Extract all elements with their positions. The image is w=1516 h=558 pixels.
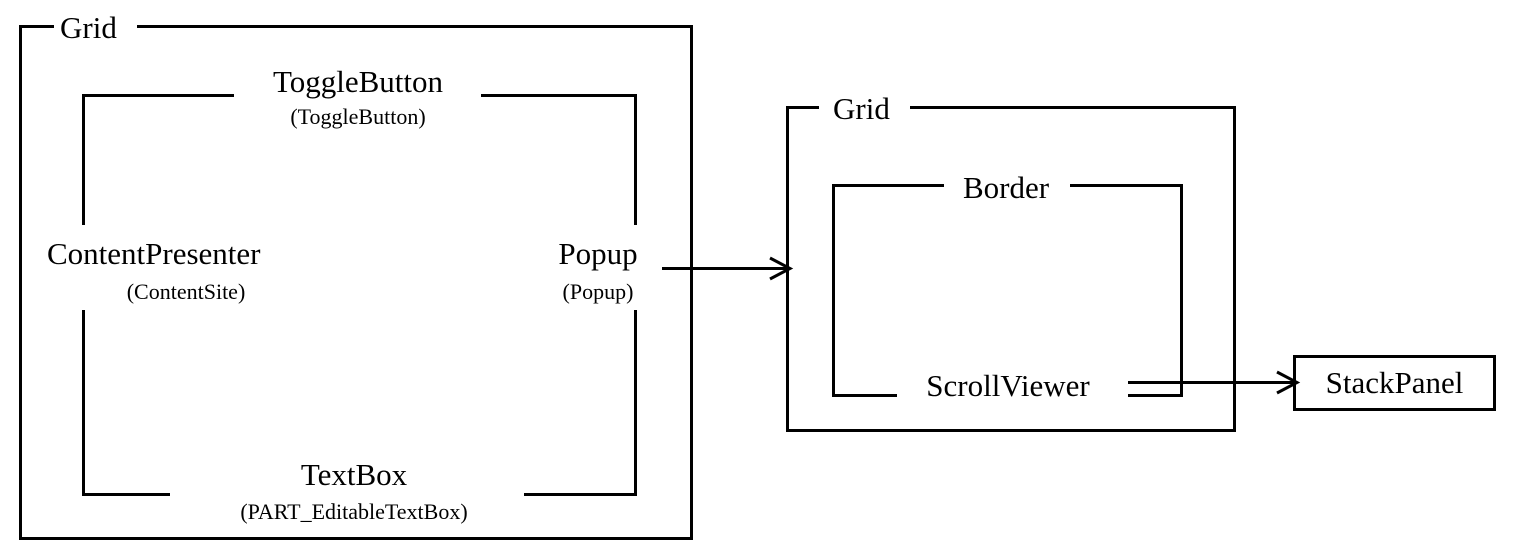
popup-label: Popup <box>558 236 638 271</box>
stack-panel-label: StackPanel <box>1325 365 1464 400</box>
popup-grid-left-border <box>786 106 789 432</box>
border-frame-top-border-left <box>832 184 944 187</box>
outer-grid-bottom-border <box>19 537 693 540</box>
toggle-button-sublabel: (ToggleButton) <box>290 104 426 129</box>
border-frame-left-border <box>832 184 835 397</box>
outer-grid-top-border-left <box>19 25 54 28</box>
popup-grid-bottom-border <box>786 429 1236 432</box>
border-frame-top-border-right <box>1070 184 1183 187</box>
inner-frame-bottom-border-left <box>82 493 170 496</box>
outer-grid-label: Grid <box>60 10 117 45</box>
popup-grid-label: Grid <box>833 91 890 126</box>
content-presenter-sublabel: (ContentSite) <box>126 279 246 304</box>
border-frame-bottom-border-left <box>832 394 897 397</box>
toggle-button-label: ToggleButton <box>272 64 444 99</box>
stack-panel-node: StackPanel <box>1293 355 1496 411</box>
inner-frame-left-border-top <box>82 94 85 225</box>
popup-sublabel: (Popup) <box>562 279 634 304</box>
arrow-scrollviewer-to-stackpanel <box>1128 370 1301 395</box>
popup-grid-right-border <box>1233 106 1236 432</box>
inner-frame-bottom-border-right <box>524 493 637 496</box>
outer-grid-top-border-right <box>137 25 693 28</box>
outer-grid-right-border <box>690 25 693 540</box>
inner-frame-left-border-bottom <box>82 310 85 496</box>
border-label: Border <box>962 170 1050 205</box>
inner-frame-top-border-right <box>481 94 637 97</box>
inner-frame-right-border-bottom <box>634 310 637 496</box>
textbox-sublabel: (PART_EditableTextBox) <box>240 499 468 524</box>
popup-grid-top-border-right <box>910 106 1236 109</box>
arrow-popup-to-grid <box>662 256 794 281</box>
outer-grid-left-border <box>19 25 22 540</box>
border-frame-right-border <box>1180 184 1183 397</box>
popup-grid-top-border-left <box>786 106 819 109</box>
inner-frame-top-border-left <box>82 94 234 97</box>
content-presenter-label: ContentPresenter <box>47 236 261 271</box>
textbox-label: TextBox <box>300 457 408 492</box>
scroll-viewer-label: ScrollViewer <box>926 368 1090 403</box>
border-frame-bottom-border-right <box>1128 394 1183 397</box>
inner-frame-right-border-top <box>634 94 637 225</box>
